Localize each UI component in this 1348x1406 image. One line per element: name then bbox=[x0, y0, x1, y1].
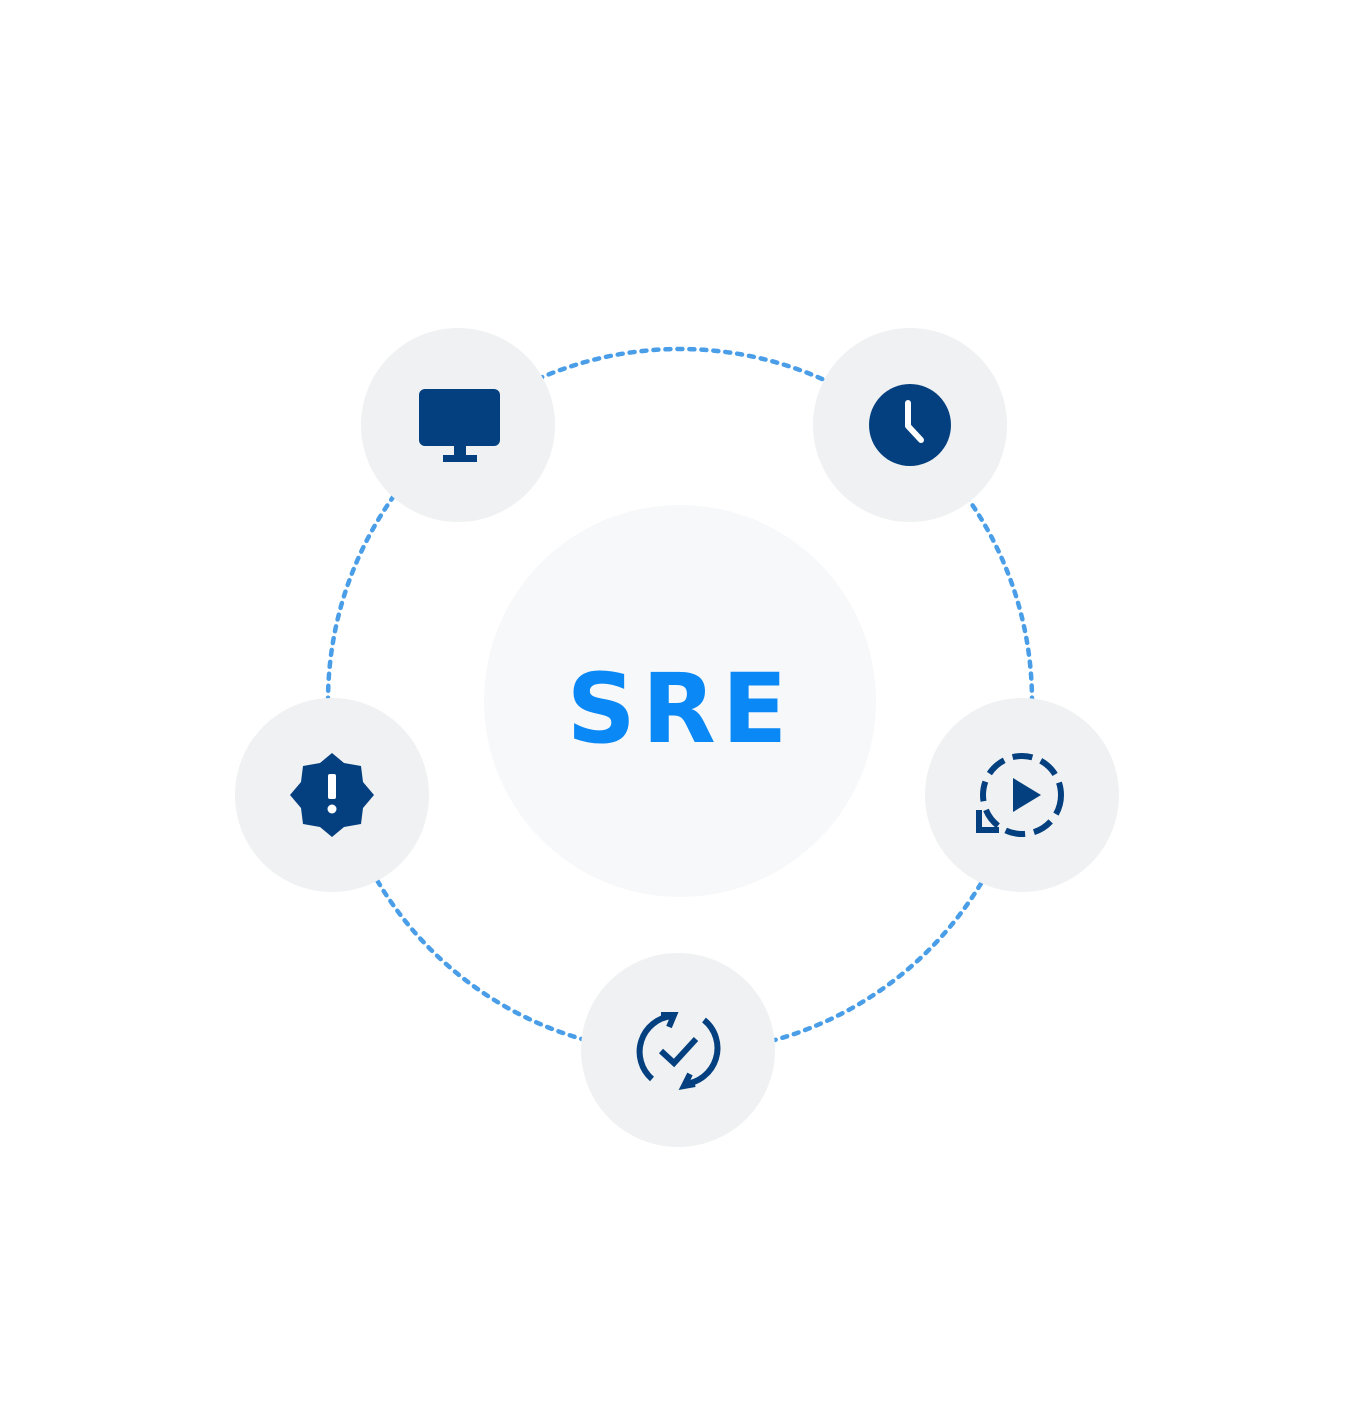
clock-icon bbox=[869, 384, 951, 466]
node-clock bbox=[813, 328, 1007, 522]
center-label: SRE bbox=[567, 653, 794, 765]
sync-check-icon bbox=[636, 1012, 721, 1091]
node-alert bbox=[235, 698, 429, 892]
center-hub bbox=[484, 505, 876, 897]
replay-play-icon bbox=[976, 753, 1064, 837]
node-sync-check bbox=[581, 953, 775, 1147]
monitor-icon bbox=[419, 389, 500, 462]
node-monitor bbox=[361, 328, 555, 522]
node-replay bbox=[925, 698, 1119, 892]
alert-badge-icon bbox=[290, 753, 374, 837]
